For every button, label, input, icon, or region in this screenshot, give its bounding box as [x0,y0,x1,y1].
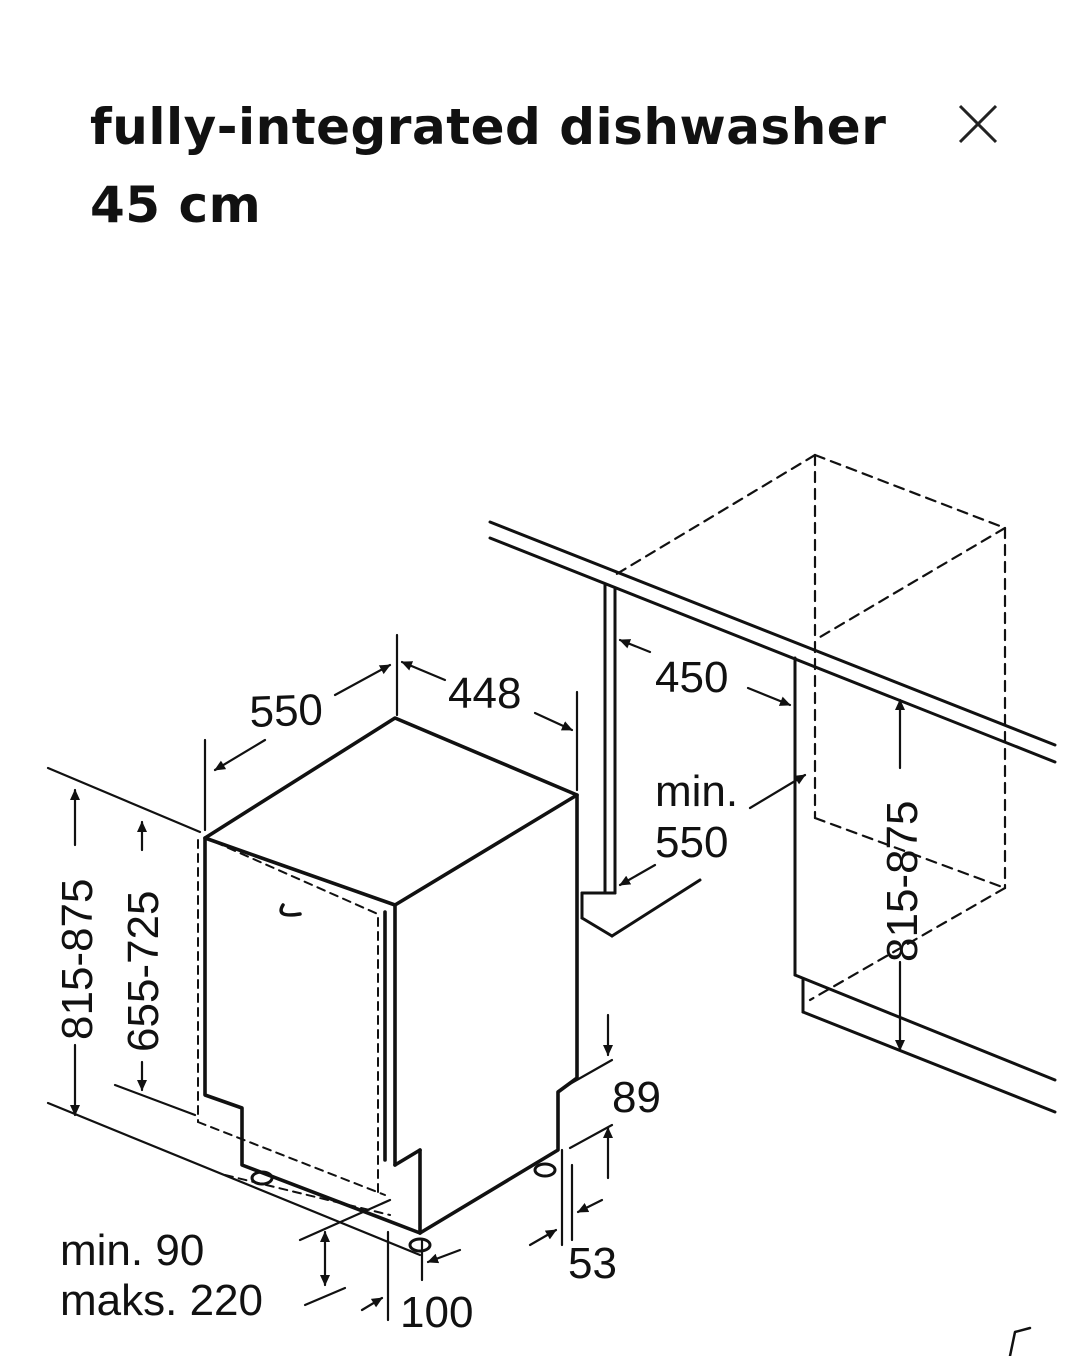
label-89: 89 [612,1073,661,1122]
label-plinth-max: maks. 220 [60,1276,263,1325]
dishwasher-feet [250,1162,557,1253]
door-dashed-outline [197,839,391,1216]
dishwasher-installation-drawing: 550 448 450 min. 550 815-875 655-725 815… [46,453,1057,1358]
page-title: fully-integrated dishwasher 45 cm [90,88,886,244]
label-height-total: 815-875 [53,879,102,1040]
label-depth: 550 [249,685,324,737]
dimension-labels: 550 448 450 min. 550 815-875 655-725 815… [53,653,927,1337]
niche-dashed-box [613,453,1007,1002]
label-niche-width: 450 [655,653,728,702]
label-height-door: 655-725 [119,891,168,1052]
label-100: 100 [400,1288,473,1337]
dimension-diagram: 550 448 450 min. 550 815-875 655-725 815… [0,425,1078,1358]
label-niche-depth-min: min. [655,767,738,816]
close-icon [958,104,998,144]
corner-mark [1008,1326,1032,1358]
close-button[interactable] [950,96,1006,152]
title-line-2: 45 cm [90,176,262,234]
label-width: 448 [448,669,521,718]
title-line-1: fully-integrated dishwasher [90,98,887,156]
label-53: 53 [568,1239,617,1288]
door-handle [279,903,302,917]
label-niche-depth-value: 550 [655,818,728,867]
label-plinth-min: min. 90 [60,1226,204,1275]
dimension-lines [46,633,905,1322]
label-niche-height: 815-875 [878,801,927,962]
dishwasher-body [203,716,579,1235]
niche-drawing [488,520,1057,1114]
